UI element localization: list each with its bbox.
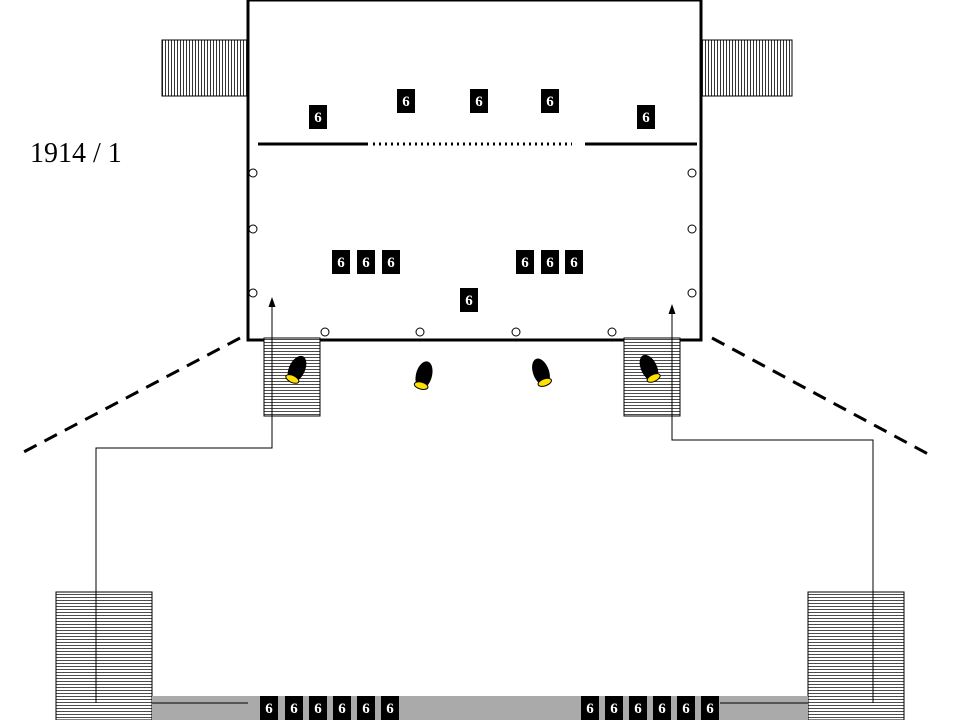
performer-marker: 6 [541,89,559,113]
dashed-line-left [17,336,241,457]
arrowhead-right [668,304,676,314]
fixture-circle [248,168,258,178]
performer-marker: 6 [701,696,719,720]
front-step-left [263,337,321,417]
performer-marker-label: 6 [642,110,650,126]
performer-marker: 6 [381,696,399,720]
performer-marker-label: 6 [682,701,690,717]
performer-marker-label: 6 [337,255,345,271]
spotlight-icon [532,358,552,387]
performer-marker: 6 [357,250,375,274]
fixture-circle [687,224,697,234]
performer-marker: 6 [677,696,695,720]
fixture-circle [607,327,617,337]
dashed-line-right [711,336,931,457]
performer-marker-label: 6 [475,94,483,110]
performer-marker: 6 [565,250,583,274]
performer-marker: 6 [309,105,327,129]
fixture-circle [320,327,330,337]
performer-marker-label: 6 [265,701,273,717]
performer-marker: 6 [332,250,350,274]
performer-marker: 6 [285,696,303,720]
diagram-title: 1914 / 1 [30,138,122,169]
performer-marker-label: 6 [465,293,473,309]
fixture-circle [248,224,258,234]
performer-marker-label: 6 [290,701,298,717]
main-stage-box [246,0,703,342]
spotlight-icon [413,361,433,390]
performer-marker-label: 6 [546,255,554,271]
performer-marker: 6 [605,696,623,720]
performer-marker-label: 6 [586,701,594,717]
performer-marker: 6 [260,696,278,720]
performer-marker: 6 [470,89,488,113]
bottom-right-block [807,591,905,721]
performer-marker: 6 [629,696,647,720]
performer-marker: 6 [541,250,559,274]
performer-marker: 6 [357,696,375,720]
performer-marker-label: 6 [387,255,395,271]
performer-marker-label: 6 [362,255,370,271]
fixture-circle [248,288,258,298]
performer-marker: 6 [460,288,478,312]
performer-marker-label: 6 [314,110,322,126]
performer-marker: 6 [637,105,655,129]
bottom-left-block [55,591,153,721]
performer-marker: 6 [516,250,534,274]
performer-marker: 6 [309,696,327,720]
performer-marker-label: 6 [402,94,410,110]
path-right [671,312,874,703]
performer-marker: 6 [397,89,415,113]
performer-marker-label: 6 [314,701,322,717]
performer-marker-label: 6 [634,701,642,717]
performer-marker-label: 6 [706,701,714,717]
fixture-circle [511,327,521,337]
top-left-block [161,39,249,97]
arrowhead-left [268,297,276,307]
spotlight-icon [639,354,661,383]
top-right-block [701,39,793,97]
performer-marker: 6 [333,696,351,720]
performer-marker-label: 6 [521,255,529,271]
performer-marker-label: 6 [362,701,370,717]
performer-marker-label: 6 [570,255,578,271]
performer-marker: 6 [382,250,400,274]
fixture-circles [248,168,697,337]
performer-marker: 6 [581,696,599,720]
performer-marker: 6 [653,696,671,720]
spotlight-icon [285,355,307,384]
performer-marker-label: 6 [338,701,346,717]
performer-marker-label: 6 [546,94,554,110]
performer-marker-label: 6 [610,701,618,717]
fixture-circle [687,288,697,298]
performer-marker-label: 6 [386,701,394,717]
fixture-circle [687,168,697,178]
performer-marker-label: 6 [658,701,666,717]
fixture-circle [415,327,425,337]
path-left [95,305,273,703]
